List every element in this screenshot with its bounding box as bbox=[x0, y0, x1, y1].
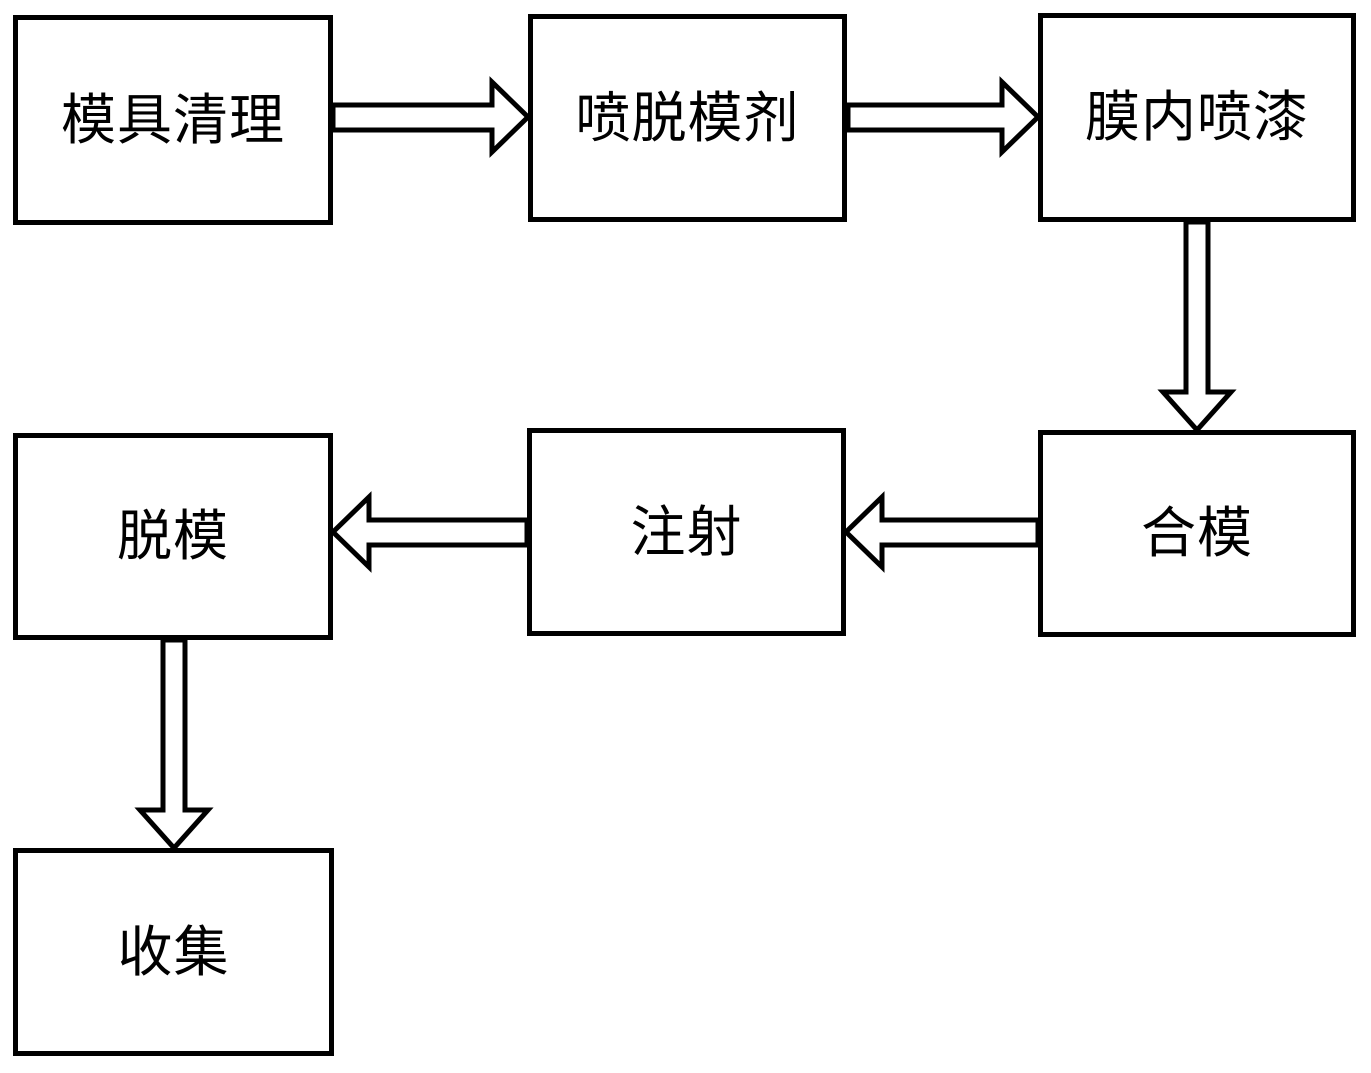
flow-box-label-in-mold-painting: 膜内喷漆 bbox=[1084, 85, 1309, 149]
flow-box-mold-clamping: 合模 bbox=[1038, 430, 1356, 637]
flow-box-label-spray-release-agent: 喷脱模剂 bbox=[575, 85, 800, 150]
flow-box-injection: 注射 bbox=[527, 428, 846, 636]
flow-box-label-mold-cleaning: 模具清理 bbox=[60, 87, 285, 152]
arrow-left-mold-clamping-to-injection-icon bbox=[842, 491, 1041, 573]
flow-box-demolding: 脱模 bbox=[13, 433, 333, 640]
flow-box-in-mold-painting: 膜内喷漆 bbox=[1038, 13, 1356, 222]
arrow-down-in-mold-painting-to-mold-clamping-icon bbox=[1157, 219, 1237, 434]
flow-box-label-mold-clamping: 合模 bbox=[1140, 501, 1253, 565]
arrow-left-injection-to-demolding-icon bbox=[329, 491, 530, 573]
flow-box-mold-cleaning: 模具清理 bbox=[13, 15, 333, 225]
flow-box-label-collection: 收集 bbox=[117, 919, 230, 984]
flow-box-label-injection: 注射 bbox=[630, 499, 743, 564]
flow-box-spray-release-agent: 喷脱模剂 bbox=[528, 14, 847, 222]
arrow-right-mold-cleaning-to-spray-release-icon bbox=[330, 76, 532, 158]
flow-box-label-demolding: 脱模 bbox=[116, 504, 229, 568]
flow-box-collection: 收集 bbox=[13, 848, 334, 1056]
arrow-right-spray-release-to-in-mold-painting-icon bbox=[845, 76, 1042, 158]
arrow-down-demolding-to-collection-icon bbox=[134, 637, 214, 852]
